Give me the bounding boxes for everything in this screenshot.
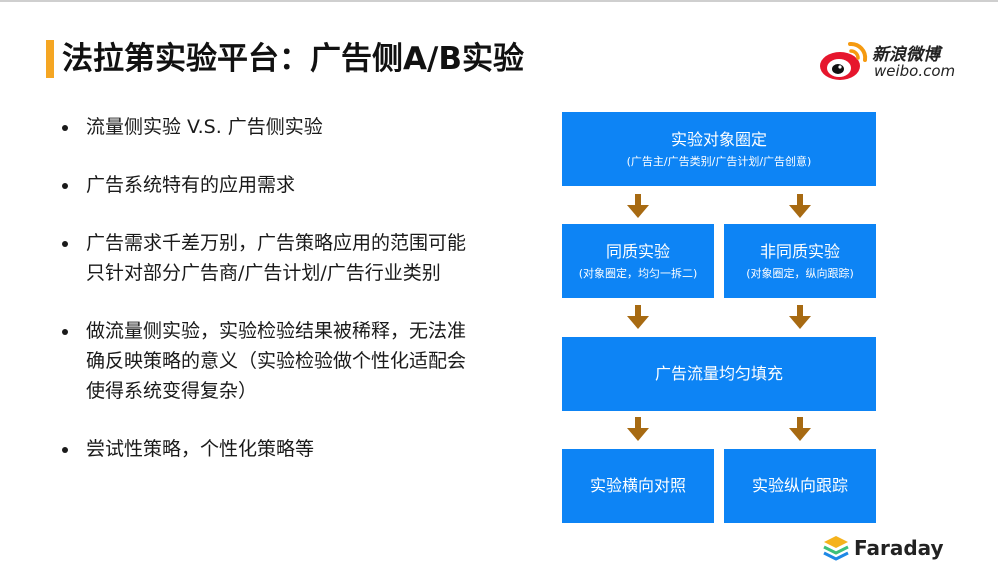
bullet-list: 流量侧实验 V.S. 广告侧实验 广告系统特有的应用需求 广告需求千差万别，广告… bbox=[60, 112, 480, 464]
bullet-dot-icon bbox=[62, 125, 68, 131]
flow-box-title: 广告流量均匀填充 bbox=[654, 364, 783, 383]
bullet-item: 广告系统特有的应用需求 bbox=[60, 170, 480, 200]
bullet-text: 广告需求千差万别，广告策略应用的范围可能只针对部分广告商/广告计划/广告行业类别 bbox=[86, 232, 467, 284]
arrow-down-icon bbox=[627, 417, 649, 441]
bullet-item: 做流量侧实验，实验检验结果被稀释，无法准确反映策略的意义（实验检验做个性化适配会… bbox=[60, 316, 480, 406]
bullet-dot-icon bbox=[62, 241, 68, 247]
bullet-dot-icon bbox=[62, 329, 68, 335]
bullet-text: 流量侧实验 V.S. 广告侧实验 bbox=[86, 116, 323, 138]
flow-box-title: 非同质实验 bbox=[759, 242, 840, 261]
flow-box-title: 实验纵向跟踪 bbox=[751, 476, 848, 495]
flow-box-title: 同质实验 bbox=[605, 242, 670, 261]
bullet-text: 尝试性策略，个性化策略等 bbox=[86, 438, 315, 460]
faraday-layers-icon bbox=[823, 536, 849, 561]
arrow-down-icon bbox=[789, 305, 811, 329]
bullet-dot-icon bbox=[62, 447, 68, 453]
flow-box-subtitle: (对象圈定，纵向跟踪) bbox=[746, 267, 854, 280]
arrow-down-icon bbox=[627, 305, 649, 329]
bullet-dot-icon bbox=[62, 183, 68, 189]
bullet-item: 广告需求千差万别，广告策略应用的范围可能只针对部分广告商/广告计划/广告行业类别 bbox=[60, 228, 480, 288]
arrow-down-icon bbox=[789, 417, 811, 441]
flow-box-subtitle: (广告主/广告类别/广告计划/广告创意) bbox=[626, 155, 812, 168]
arrow-down-icon bbox=[627, 194, 649, 218]
bullet-item: 尝试性策略，个性化策略等 bbox=[60, 434, 480, 464]
flow-box-vertical-tracking: 实验纵向跟踪 bbox=[724, 449, 876, 523]
arrow-down-icon bbox=[789, 194, 811, 218]
weibo-logo-en: weibo.com bbox=[874, 62, 956, 80]
flow-box-traffic-fill: 广告流量均匀填充 bbox=[562, 337, 876, 411]
weibo-eye-icon bbox=[820, 41, 868, 80]
flow-box-homogeneous: 同质实验 (对象圈定，均匀一拆二) bbox=[562, 224, 714, 298]
flow-box-heterogeneous: 非同质实验 (对象圈定，纵向跟踪) bbox=[724, 224, 876, 298]
weibo-logo-cn: 新浪微博 bbox=[872, 45, 940, 65]
weibo-logo: 新浪微博 weibo.com bbox=[818, 38, 968, 84]
bullet-item: 流量侧实验 V.S. 广告侧实验 bbox=[60, 112, 480, 142]
flow-box-horizontal-compare: 实验横向对照 bbox=[562, 449, 714, 523]
faraday-brand: Faraday bbox=[854, 536, 944, 560]
flow-box-subtitle: (对象圈定，均匀一拆二) bbox=[578, 267, 698, 280]
flow-box-target-selection: 实验对象圈定 (广告主/广告类别/广告计划/广告创意) bbox=[562, 112, 876, 186]
title-accent-bar bbox=[46, 40, 54, 78]
flow-box-title: 实验横向对照 bbox=[589, 476, 686, 495]
top-border bbox=[0, 0, 998, 2]
bullet-text: 广告系统特有的应用需求 bbox=[86, 174, 296, 196]
bullet-text: 做流量侧实验，实验检验结果被稀释，无法准确反映策略的意义（实验检验做个性化适配会… bbox=[86, 320, 467, 402]
slide-title: 法拉第实验平台：广告侧A/B实验 bbox=[62, 41, 524, 77]
flow-box-title: 实验对象圈定 bbox=[670, 130, 767, 149]
